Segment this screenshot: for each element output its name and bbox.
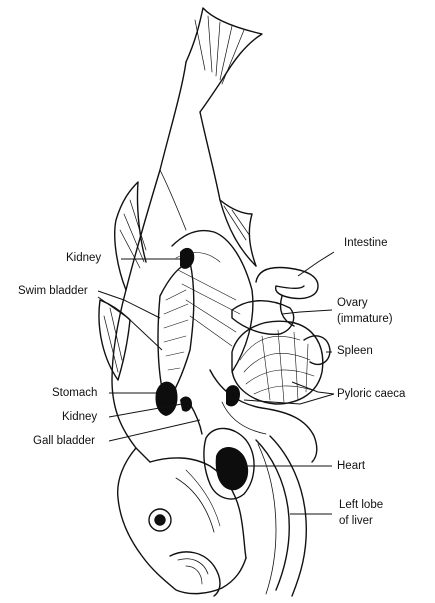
label-liver-line1: Left lobe: [339, 498, 383, 512]
label-kidney-lower: Kidney: [62, 410, 97, 424]
label-swim-bladder: Swim bladder: [18, 284, 88, 298]
label-ovary-line1: Ovary: [337, 296, 368, 310]
leader-swim-bladder: [98, 291, 160, 318]
label-heart: Heart: [337, 459, 365, 473]
tail-fin: [186, 8, 262, 112]
label-kidney-upper: Kidney: [66, 251, 101, 265]
left-lobe-of-liver: [256, 436, 306, 596]
label-gall-bladder: Gall bladder: [33, 434, 95, 448]
label-intestine: Intestine: [344, 236, 387, 250]
label-spleen: Spleen: [337, 344, 373, 358]
heart-organ: [216, 447, 248, 490]
leader-pyloric-caeca: [292, 382, 334, 394]
label-stomach: Stomach: [52, 386, 97, 400]
label-ovary-line2: (immature): [337, 312, 393, 326]
label-pyloric-caeca: Pyloric caeca: [337, 387, 405, 401]
leader-intestine: [298, 252, 334, 276]
intestine: [256, 268, 318, 299]
label-liver-line2: of liver: [339, 514, 373, 528]
pectoral-fin: [99, 300, 130, 380]
leader-gall-bladder: [109, 420, 200, 441]
kidney-upper-organ: [180, 248, 194, 269]
leader-ovary: [282, 310, 332, 314]
pyloric-dark: [226, 385, 240, 406]
stomach-organ: [155, 382, 177, 416]
